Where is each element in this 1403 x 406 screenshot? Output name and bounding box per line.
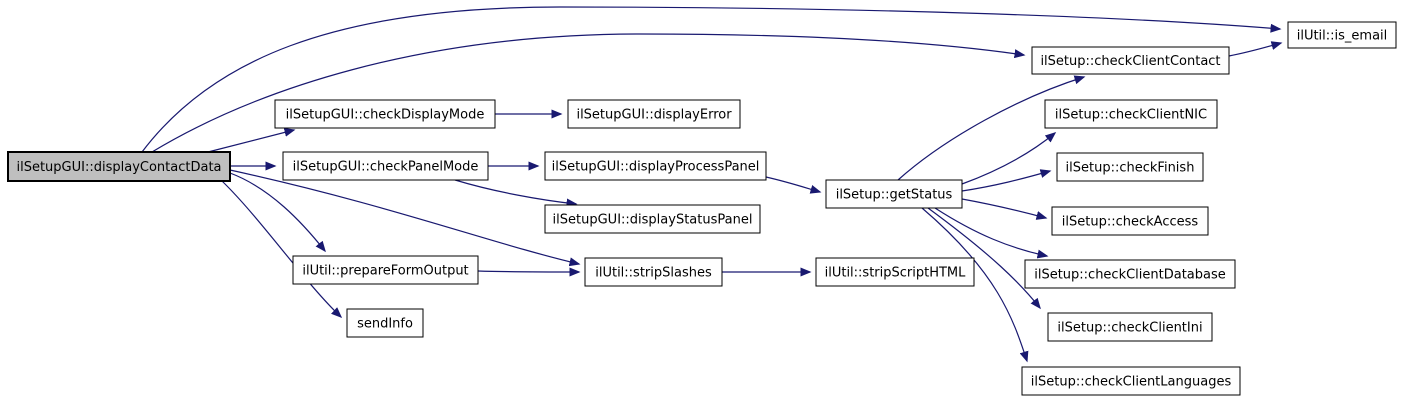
node-checkClientContact[interactable]: ilSetup::checkClientContact [1031,46,1230,75]
edge-checkClientContact-isEmail [1228,41,1283,57]
node-stripScriptHTML[interactable]: ilUtil::stripScriptHTML [815,257,975,287]
edge-getStatus-checkClientNIC [961,132,1057,185]
node-displayError[interactable]: ilSetupGUI::displayError [567,99,741,129]
edge-displayContactData-prepareFormOutput [229,172,326,253]
node-checkAccess[interactable]: ilSetup::checkAccess [1051,206,1209,236]
node-label: ilSetup::checkClientLanguages [1031,375,1232,390]
node-checkFinish[interactable]: ilSetup::checkFinish [1056,152,1204,182]
edge-getStatus-checkClientDatabase [934,207,1049,259]
edge-displayContactData-stripSlashes [229,169,581,267]
edge-getStatus-checkAccess [961,198,1048,220]
edge-displayContactData-sendInfo [221,180,343,319]
node-label: ilSetupGUI::displayStatusPanel [553,213,753,228]
edge-getStatus-checkClientLanguages [921,207,1029,363]
node-isEmail[interactable]: ilUtil::is_email [1287,21,1397,49]
edge-getStatus-checkClientIni [927,207,1041,310]
edge-prepareFormOutput-stripSlashes [477,267,581,277]
node-label: sendInfo [357,317,413,332]
edge-getStatus-checkFinish [961,169,1052,192]
node-checkDisplayMode[interactable]: ilSetupGUI::checkDisplayMode [274,99,496,129]
node-sendInfo[interactable]: sendInfo [346,308,424,338]
node-label: ilUtil::prepareFormOutput [302,264,468,279]
node-label: ilSetup::checkClientIni [1057,321,1202,336]
node-label: ilUtil::is_email [1297,29,1388,44]
node-checkClientIni[interactable]: ilSetup::checkClientIni [1047,312,1213,342]
node-checkClientLanguages[interactable]: ilSetup::checkClientLanguages [1021,366,1241,396]
edge-displayContactData-checkDisplayMode [207,127,296,153]
node-checkClientNIC[interactable]: ilSetup::checkClientNIC [1044,99,1218,129]
node-label: ilSetupGUI::checkPanelMode [293,160,479,175]
node-checkPanelMode[interactable]: ilSetupGUI::checkPanelMode [282,151,489,181]
edge-checkPanelMode-displayStatusPanel [454,179,578,208]
nodes: ilSetupGUI::displayContactData ilSetupGU… [7,21,1397,396]
edge-displayContactData-checkClientContact [151,33,1026,153]
edge-displayContactData-isEmail [141,6,1282,153]
edge-getStatus-checkClientContact [897,75,1086,181]
node-label: ilUtil::stripScriptHTML [825,266,967,281]
node-label: ilSetup::checkClientNIC [1055,108,1207,123]
node-label: ilSetup::getStatus [836,188,953,203]
node-label: ilSetup::checkAccess [1062,215,1199,230]
node-label: ilSetupGUI::displayError [576,108,732,123]
node-displayContactData: ilSetupGUI::displayContactData [7,151,231,182]
node-displayStatusPanel[interactable]: ilSetupGUI::displayStatusPanel [544,204,761,234]
node-prepareFormOutput[interactable]: ilUtil::prepareFormOutput [292,255,479,285]
node-displayProcessPanel[interactable]: ilSetupGUI::displayProcessPanel [544,151,767,181]
node-getStatus[interactable]: ilSetup::getStatus [825,179,963,209]
node-checkClientDatabase[interactable]: ilSetup::checkClientDatabase [1024,259,1236,289]
node-label: ilSetupGUI::displayContactData [16,160,221,175]
node-stripSlashes[interactable]: ilUtil::stripSlashes [584,257,723,287]
node-label: ilSetup::checkClientDatabase [1034,268,1226,283]
edges [141,6,1283,363]
edge-displayProcessPanel-getStatus [765,176,822,194]
node-label: ilSetup::checkClientContact [1040,54,1220,69]
node-label: ilSetupGUI::checkDisplayMode [286,108,485,123]
node-label: ilUtil::stripSlashes [595,266,712,281]
node-label: ilSetup::checkFinish [1066,161,1195,176]
node-label: ilSetupGUI::displayProcessPanel [552,160,760,175]
